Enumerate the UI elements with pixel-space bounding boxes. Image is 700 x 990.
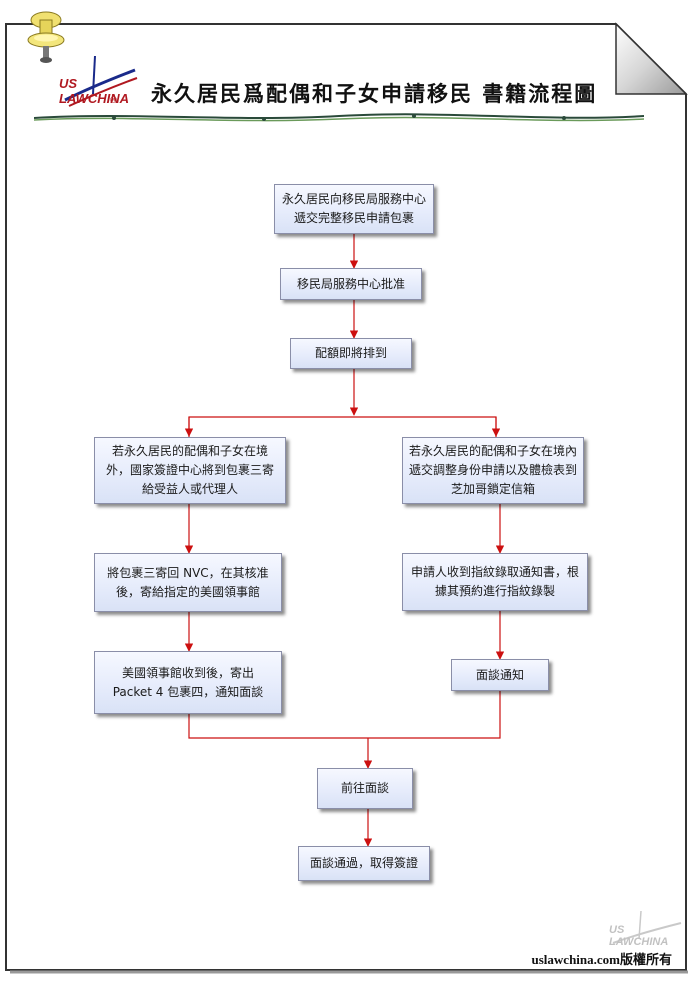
decorative-divider [34, 113, 644, 122]
logo-registered-mark: ® [109, 96, 118, 106]
copyright-footer: uslawchina.com版權所有 [531, 952, 672, 967]
page-sheet: US LAWCHINA ® 永久居民爲配偶和子女申請移民 書籍流程圖 [4, 4, 690, 974]
step-interview-notice: 面談通知 [451, 659, 549, 691]
step-quota-arriving: 配額即將排到 [290, 338, 412, 369]
step-fingerprint-notice: 申請人收到指紋錄取通知書，根據其預約進行指紋錄製 [402, 553, 588, 611]
page-title: 永久居民爲配偶和子女申請移民 書籍流程圖 [151, 81, 598, 106]
step-consulate-packet4: 美國領事館收到後，寄出 Packet 4 包裹四，通知面談 [94, 651, 282, 714]
step-abroad-packet3: 若永久居民的配偶和子女在境外，國家簽證中心將到包裹三寄給受益人或代理人 [94, 437, 286, 504]
logo-swoosh-icon [64, 55, 138, 107]
page-frame [5, 22, 688, 974]
step-interview-passed: 面談通過，取得簽證 [298, 846, 430, 881]
pushpin-icon [27, 11, 65, 63]
flow-connectors [184, 234, 505, 847]
step-submit-application: 永久居民向移民局服務中心遞交完整移民申請包裹 [274, 184, 434, 234]
step-in-country-adjustment: 若永久居民的配偶和子女在境內 遞交調整身份申請以及體檢表到芝加哥鎖定信箱 [402, 437, 584, 504]
watermark-swoosh-icon [612, 910, 682, 944]
step-attend-interview: 前往面談 [317, 768, 413, 809]
logo-text: US LAWCHINA [59, 76, 130, 106]
uslawchina-logo: US LAWCHINA ® [59, 48, 139, 110]
step-return-to-nvc: 將包裹三寄回 NVC，在其核准後，寄給指定的美國領事館 [94, 553, 282, 612]
logo-watermark: US LAWCHINA [609, 909, 684, 949]
watermark-text: US LAWCHINA [609, 924, 669, 948]
step-uscis-approval: 移民局服務中心批准 [280, 268, 422, 300]
